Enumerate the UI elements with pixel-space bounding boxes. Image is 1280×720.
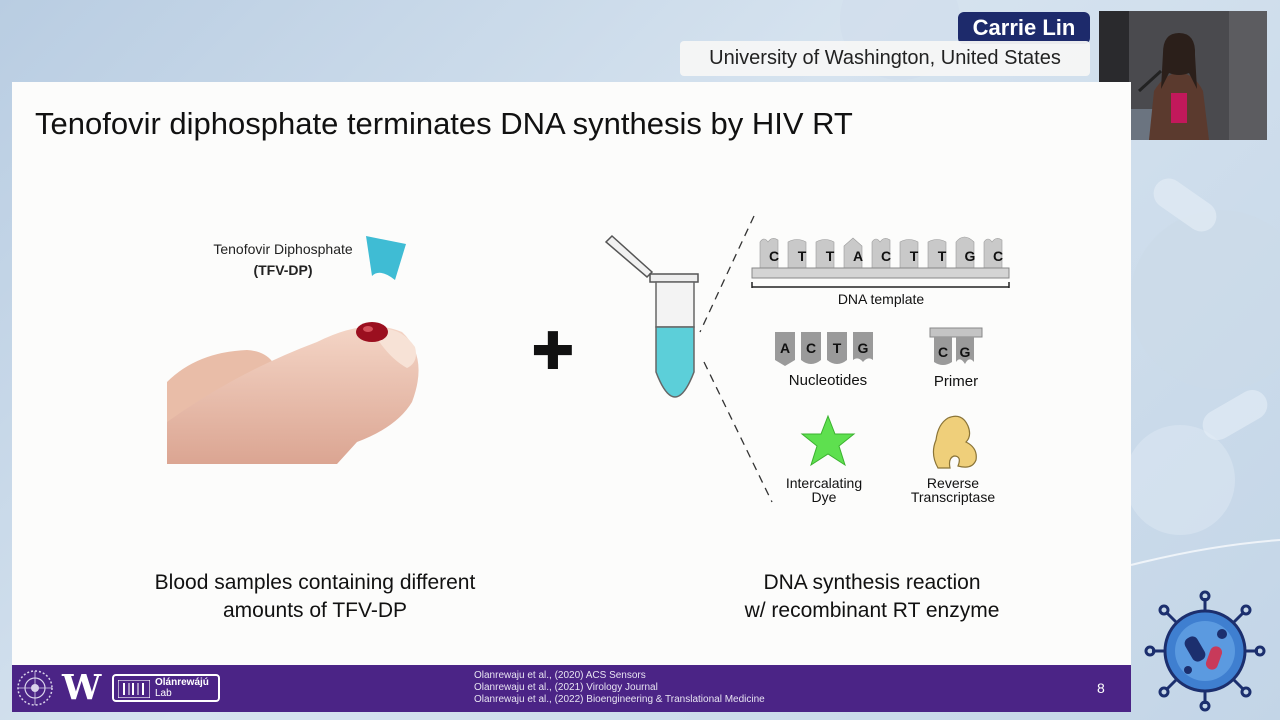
lab-logo-icon xyxy=(118,680,150,698)
primer-bases: C G xyxy=(934,344,974,360)
tfv-dp-abbreviation: (TFV-DP) xyxy=(253,262,313,278)
rt-label-line1: Reverse xyxy=(926,475,980,491)
speaker-affiliation: University of Washington, United States xyxy=(680,41,1090,76)
nucleotides-diagram xyxy=(775,332,873,366)
rt-label-line2: Transcriptase xyxy=(910,489,996,505)
caption-left-line2: amounts of TFV-DP xyxy=(222,599,408,622)
nucleotides-label: Nucleotides xyxy=(788,372,868,389)
template-base: C xyxy=(992,248,1004,264)
nucleotide-bases: A C T G xyxy=(775,340,873,356)
zoom-dashed-lines xyxy=(699,215,773,503)
virus-logo-icon xyxy=(1144,590,1266,712)
star-dye-icon xyxy=(800,414,856,467)
dna-template-label: DNA template xyxy=(837,291,925,307)
template-base: C xyxy=(768,248,780,264)
template-base: A xyxy=(852,248,864,264)
reverse-transcriptase-icon xyxy=(932,415,977,469)
template-base: T xyxy=(797,248,807,264)
tfv-dp-wedge-icon xyxy=(366,236,406,280)
uw-logo: W xyxy=(62,667,102,708)
speaker-name-badge: Carrie Lin xyxy=(958,12,1090,44)
caption-right-line2: w/ recombinant RT enzyme xyxy=(744,599,1000,622)
dye-label: Intercalating Dye xyxy=(774,476,874,504)
template-base: C xyxy=(880,248,892,264)
network-circle-logo-icon xyxy=(17,670,53,706)
template-base: G xyxy=(964,248,976,264)
plus-sign: ✚ xyxy=(531,323,575,381)
dna-template-bases: C T T A C T T G C xyxy=(760,248,1012,264)
tfv-dp-name: Tenofovir Diphosphate xyxy=(213,241,353,257)
nucleotide-base: A xyxy=(779,340,791,356)
nucleotide-base: G xyxy=(857,340,869,356)
presentation-slide: Tenofovir diphosphate terminates DNA syn… xyxy=(12,82,1131,712)
nucleotide-base: C xyxy=(805,340,817,356)
lab-logo: Olánrewájú Lab xyxy=(112,674,220,702)
dye-label-line1: Intercalating xyxy=(785,475,863,491)
finger-blood-drop-image xyxy=(167,322,419,464)
caption-blood-samples: Blood samples containing different amoun… xyxy=(115,569,515,625)
test-tube-icon xyxy=(604,234,699,398)
slide-page-number: 8 xyxy=(1097,680,1105,696)
tfv-dp-label: Tenofovir Diphosphate (TFV-DP) xyxy=(187,239,379,281)
caption-dna-synthesis: DNA synthesis reaction w/ recombinant RT… xyxy=(712,569,1032,625)
template-base: T xyxy=(825,248,835,264)
citation-line: Olanrewaju et al., (2021) Virology Journ… xyxy=(474,682,658,693)
template-base: T xyxy=(909,248,919,264)
slide-footer: W Olánrewájú Lab Olanrewaju et al., (202… xyxy=(12,665,1131,712)
citation-line: Olanrewaju et al., (2022) Bioengineering… xyxy=(474,694,765,705)
slide-title: Tenofovir diphosphate terminates DNA syn… xyxy=(35,106,853,141)
primer-base: C xyxy=(937,344,949,360)
lab-name: Olánrewájú xyxy=(155,677,209,688)
primer-diagram xyxy=(929,327,983,365)
lab-subtitle: Lab xyxy=(155,688,172,699)
nucleotide-base: T xyxy=(832,340,842,356)
primer-label: Primer xyxy=(933,373,979,390)
rt-label: Reverse Transcriptase xyxy=(898,476,1008,504)
caption-right-line1: DNA synthesis reaction xyxy=(763,571,981,594)
speaker-video-feed xyxy=(1099,11,1267,140)
citation-line: Olanrewaju et al., (2020) ACS Sensors xyxy=(474,670,646,681)
primer-base: G xyxy=(959,344,971,360)
template-base: T xyxy=(937,248,947,264)
caption-left-line1: Blood samples containing different xyxy=(154,571,476,594)
dye-label-line2: Dye xyxy=(811,489,837,505)
dna-template-diagram xyxy=(751,236,1010,288)
citations: Olanrewaju et al., (2020) ACS Sensors Ol… xyxy=(474,670,765,706)
